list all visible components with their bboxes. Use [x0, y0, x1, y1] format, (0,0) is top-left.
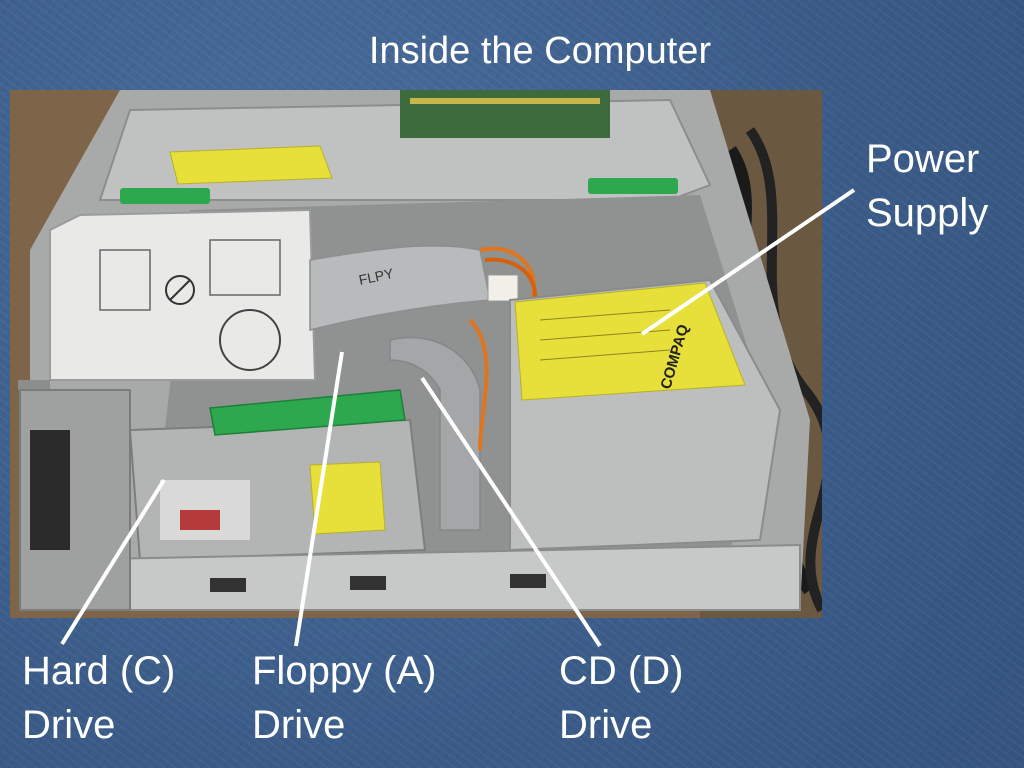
cd-drive-label-line-1: CD (D) [559, 649, 684, 693]
floppy-drive-label-line-2: Drive [252, 703, 346, 747]
floppy-drive-label-text: Floppy (A) Drive [252, 644, 437, 752]
slide-title: Inside the Computer [368, 30, 712, 72]
green-latch-right [588, 178, 678, 194]
cd-drive-label-line-2: Drive [559, 703, 653, 747]
hard-drive-label-line-2: Drive [22, 703, 116, 747]
floppy-drive-label-line-1: Floppy (A) [252, 649, 437, 693]
warning-sticker-top [169, 145, 333, 185]
hard-drive-label [309, 461, 386, 535]
cd-drive-label-text: CD (D) Drive [559, 644, 683, 752]
expansion-card [400, 90, 610, 138]
power-supply-label [514, 282, 746, 401]
power-supply-label-line-2: Supply [866, 191, 989, 235]
floppy-cable-label: FLPY [357, 265, 395, 288]
green-latch-left [120, 188, 210, 204]
computer-interior-illustration: FLPY COMPAQ [10, 90, 822, 618]
power-supply-label-text: Power Supply [866, 132, 988, 240]
hard-drive-label-line-1: Hard (C) [22, 649, 176, 693]
computer-interior-photo: FLPY COMPAQ [10, 90, 822, 618]
power-supply-label-line-1: Power [866, 137, 980, 181]
hard-drive-label-text: Hard (C) Drive [22, 644, 175, 752]
